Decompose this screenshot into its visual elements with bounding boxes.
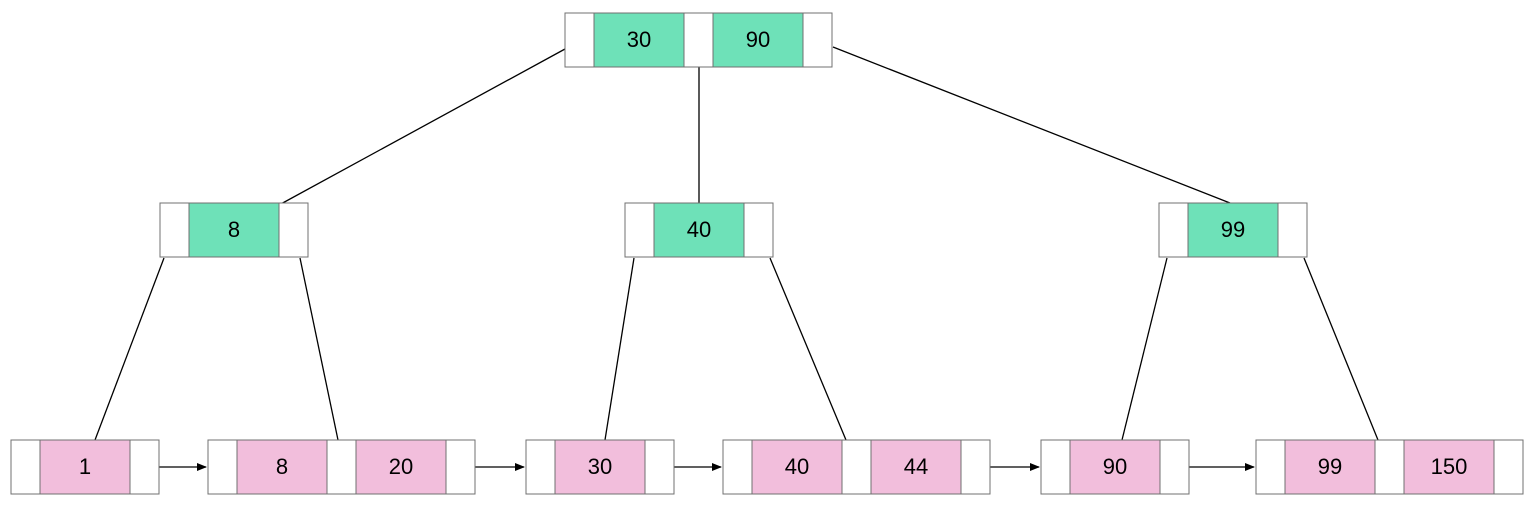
key-label: 8 — [276, 454, 288, 479]
key-cell — [355, 439, 447, 495]
pointer-cell — [722, 439, 753, 495]
pointer-cell — [1277, 202, 1308, 258]
key-cell — [751, 439, 843, 495]
pointer-cell — [743, 202, 774, 258]
pointer-cell — [1040, 439, 1071, 495]
internal-node: 99 — [1158, 202, 1308, 258]
key-label: 99 — [1318, 454, 1342, 479]
key-label: 1 — [79, 454, 91, 479]
key-cell — [1069, 439, 1161, 495]
pointer-cell — [159, 202, 190, 258]
internal-node: 40 — [624, 202, 774, 258]
pointer-cell — [1255, 439, 1286, 495]
key-cell — [554, 439, 646, 495]
child-pointer-edge — [299, 257, 339, 441]
child-pointer-edge — [769, 257, 847, 441]
child-pointer-edge — [278, 48, 566, 206]
child-pointer-edge — [1303, 257, 1379, 441]
internal-node: 8 — [159, 202, 309, 258]
key-label: 90 — [746, 27, 770, 52]
pointer-cell — [1158, 202, 1189, 258]
pointer-cell — [207, 439, 238, 495]
key-label: 90 — [1103, 454, 1127, 479]
key-label: 30 — [627, 27, 651, 52]
pointer-cell — [841, 439, 872, 495]
key-cell — [39, 439, 131, 495]
pointer-cell — [802, 12, 833, 68]
leaf-node: 1 — [10, 439, 160, 495]
pointer-cell — [564, 12, 595, 68]
key-label: 44 — [904, 454, 928, 479]
tree-nodes: 30 90 8 40 99 1 8 20 30 40 44 90 99 150 — [10, 12, 1524, 495]
pointer-cell — [445, 439, 476, 495]
key-label: 150 — [1431, 454, 1468, 479]
key-label: 30 — [588, 454, 612, 479]
key-cell — [870, 439, 962, 495]
pointer-cell — [129, 439, 160, 495]
pointer-cell — [624, 202, 655, 258]
pointer-cell — [326, 439, 357, 495]
key-cell — [188, 202, 280, 258]
key-label: 8 — [228, 217, 240, 242]
leaf-node: 99 150 — [1255, 439, 1524, 495]
child-pointer-edge — [1121, 257, 1168, 441]
pointer-cell — [1374, 439, 1405, 495]
leaf-node: 40 44 — [722, 439, 991, 495]
pointer-cell — [1159, 439, 1190, 495]
pointer-cell — [960, 439, 991, 495]
key-cell — [1403, 439, 1495, 495]
tree-edges — [94, 46, 1379, 441]
key-cell — [1284, 439, 1376, 495]
key-label: 20 — [389, 454, 413, 479]
child-pointer-edge — [94, 257, 165, 441]
pointer-cell — [683, 12, 714, 68]
pointer-cell — [10, 439, 41, 495]
child-pointer-edge — [832, 46, 1231, 204]
key-label: 99 — [1221, 217, 1245, 242]
leaf-node: 90 — [1040, 439, 1190, 495]
pointer-cell — [1493, 439, 1524, 495]
pointer-cell — [644, 439, 675, 495]
child-pointer-edge — [604, 257, 635, 441]
leaf-node: 8 20 — [207, 439, 476, 495]
leaf-node: 30 — [525, 439, 675, 495]
pointer-cell — [278, 202, 309, 258]
key-label: 40 — [785, 454, 809, 479]
pointer-cell — [525, 439, 556, 495]
root-node: 30 90 — [564, 12, 833, 68]
key-label: 40 — [687, 217, 711, 242]
key-cell — [236, 439, 328, 495]
